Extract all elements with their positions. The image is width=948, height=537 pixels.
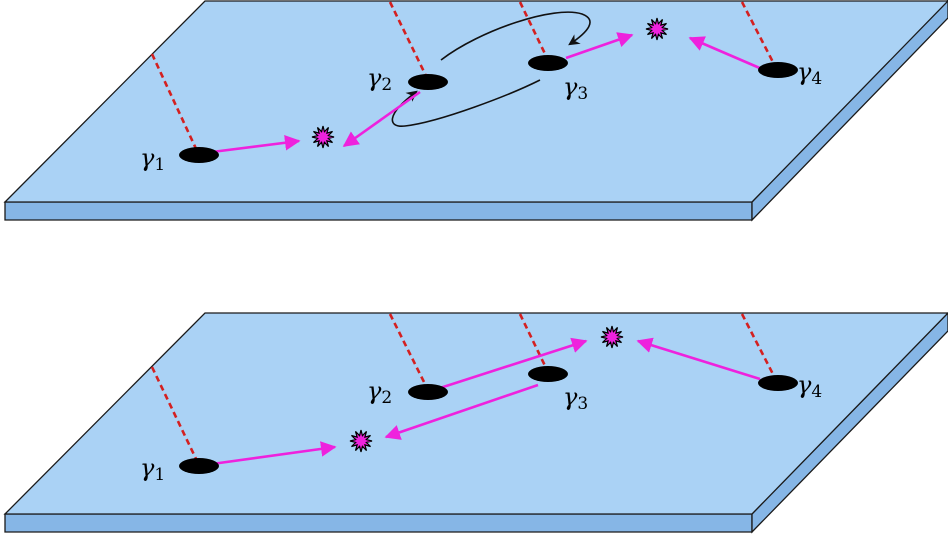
top-arrow-gamma1-to-fusion (211, 135, 301, 154)
bottom-vortex-gamma-4 (758, 375, 798, 391)
bottom-label-gamma-3: γ3 (563, 383, 588, 414)
gamma-4-string (740, 1, 778, 69)
braid-arrow-lower (391, 79, 541, 127)
top-label-gamma-4: γ4 (797, 58, 822, 89)
fusion-star-icon (311, 125, 335, 149)
bottom-label-gamma-2: γ2 (367, 377, 392, 408)
fusion-star-icon (600, 325, 624, 349)
bottom-fusion-star-right (600, 325, 624, 349)
top-arrow-gamma2-to-fusion (342, 90, 421, 148)
bottom-label-gamma-4: γ4 (797, 371, 822, 402)
top-vortex-gamma-1 (179, 147, 219, 163)
bottom-vortex-gamma-1 (179, 458, 219, 474)
bottom-gamma-3-string (518, 313, 550, 373)
bottom-panel: γ1 γ2 γ3 γ4 (3, 312, 948, 534)
bottom-gamma-2-string (388, 313, 430, 391)
bottom-label-gamma-1: γ1 (140, 454, 165, 485)
gamma-2-string (388, 1, 430, 81)
braid-arrow-upper (440, 11, 591, 61)
top-label-gamma-2: γ2 (367, 64, 392, 95)
bottom-arrow-gamma2-to-fusion (439, 337, 588, 390)
top-label-gamma-1: γ1 (140, 144, 165, 175)
bottom-arrow-gamma1-to-fusion (211, 441, 337, 466)
bottom-vortex-gamma-2 (408, 384, 448, 400)
top-plate-front-face (4, 201, 753, 221)
top-plate (3, 0, 948, 222)
bottom-plate-front-face (4, 513, 753, 533)
top-arrow-gamma4-to-fusion (688, 36, 763, 71)
fusion-star-icon (645, 17, 669, 41)
bottom-gamma-4-string (740, 313, 778, 381)
bottom-plate-top-face (3, 312, 948, 515)
top-vortex-gamma-3 (528, 55, 568, 71)
bottom-arrow-gamma4-to-fusion (636, 337, 761, 381)
top-fusion-star-left (311, 125, 335, 149)
top-arrow-gamma3-to-fusion (565, 32, 634, 60)
bottom-fusion-star-left (349, 429, 373, 453)
bottom-gamma-1-string (150, 366, 200, 464)
bottom-vortex-gamma-3 (528, 366, 568, 382)
top-vortex-gamma-2 (408, 74, 448, 90)
bottom-arrow-gamma3-to-fusion (384, 383, 539, 440)
top-label-gamma-3: γ3 (563, 73, 588, 104)
gamma-1-string (150, 53, 200, 154)
bottom-plate (3, 312, 948, 534)
gamma-3-string (518, 1, 550, 61)
fusion-star-icon (349, 429, 373, 453)
top-vortex-gamma-4 (758, 62, 798, 78)
top-fusion-star-right (645, 17, 669, 41)
top-plate-top-face (3, 0, 948, 203)
top-panel: γ1 γ2 γ3 γ4 (3, 0, 948, 222)
